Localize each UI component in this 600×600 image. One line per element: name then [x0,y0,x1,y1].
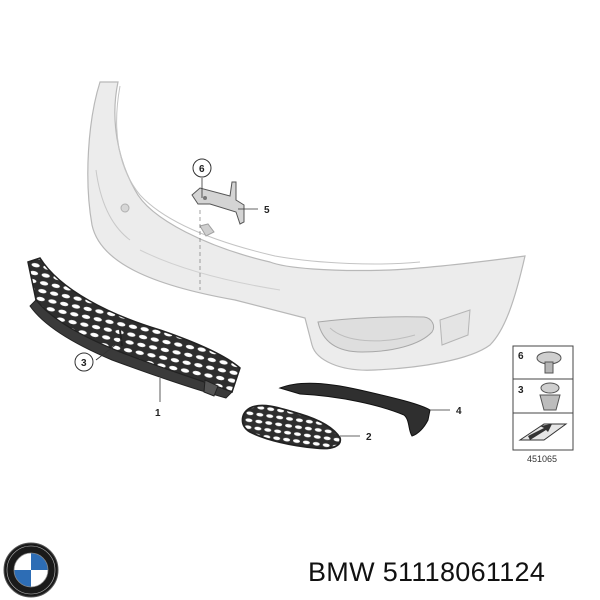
front-bumper-cover [87,81,526,371]
center-grille [27,257,241,399]
push-rivet-icon [536,351,562,374]
callout-1: 1 [155,408,161,419]
part-number: 51118061124 [382,557,546,587]
trim-strip [278,382,431,437]
legend-number-6: 6 [518,351,524,362]
brand-name: BMW [308,557,375,587]
figure-number: 451065 [527,454,557,464]
part-caption: BMW 51118061124 [308,552,545,592]
callout-3-circle [74,352,94,372]
legend-number-3: 3 [518,385,524,396]
leader-lines [95,208,450,437]
callout-2: 2 [366,432,372,443]
callout-3: 3 [81,358,87,369]
fastener-legend: 6 3 [512,345,574,451]
callout-4: 4 [456,406,462,417]
expanding-clip-icon [539,382,561,411]
callout-6-circle [192,158,212,178]
bmw-logo [3,542,59,598]
grille-bracket [191,178,245,290]
callout-5: 5 [264,205,270,216]
side-grille [241,404,342,450]
reference-arrow-icon [518,423,568,441]
callout-6: 6 [199,164,205,175]
